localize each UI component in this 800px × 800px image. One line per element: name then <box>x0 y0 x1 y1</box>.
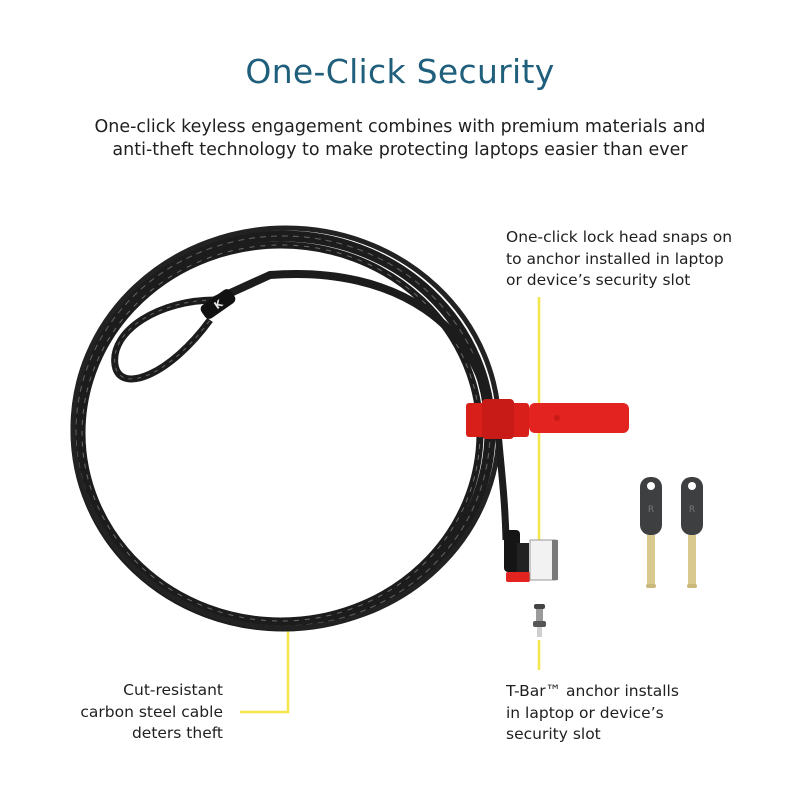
callout-lock-head: One-click lock head snaps on to anchor i… <box>506 227 732 292</box>
svg-text:R: R <box>648 505 654 515</box>
leader-lines <box>240 297 541 714</box>
subtitle-line-2: anti-theft technology to make protecting… <box>112 140 688 160</box>
coiled-steel-cable-icon <box>70 225 510 632</box>
t-bar-anchor-icon <box>533 604 546 637</box>
callout-lock-head-line-1: One-click lock head snaps on <box>506 228 733 246</box>
red-cable-strap-icon <box>466 399 629 439</box>
leader-line-cable <box>240 618 290 714</box>
brand-logo-sleeve-icon: K <box>200 289 236 319</box>
key-icon: R <box>681 477 703 588</box>
key-icon: R <box>640 477 662 588</box>
callout-cable-line-2: carbon steel cable <box>80 702 223 721</box>
lock-head-icon <box>504 530 558 582</box>
callout-cable: Cut-resistant carbon steel cable deters … <box>80 680 223 745</box>
page-subtitle: One-click keyless engagement combines wi… <box>0 116 800 162</box>
callout-cable-line-3: deters theft <box>131 724 223 742</box>
subtitle-line-1: One-click keyless engagement combines wi… <box>94 117 706 137</box>
keys-pair-icon: R R <box>640 477 703 588</box>
callout-lock-head-line-2: to anchor installed in laptop <box>506 249 724 268</box>
callout-anchor-line-2: in laptop or device’s <box>506 703 664 722</box>
page-title: One-Click Security <box>245 52 555 91</box>
callout-anchor-line-3: security slot <box>506 725 601 743</box>
callout-anchor-line-1: T-Bar™ anchor installs <box>506 682 679 700</box>
callout-cable-line-1: Cut-resistant <box>123 681 223 699</box>
callout-lock-head-line-3: or device’s security slot <box>506 271 691 289</box>
svg-text:R: R <box>689 505 695 515</box>
callout-anchor: T-Bar™ anchor installs in laptop or devi… <box>506 681 679 746</box>
